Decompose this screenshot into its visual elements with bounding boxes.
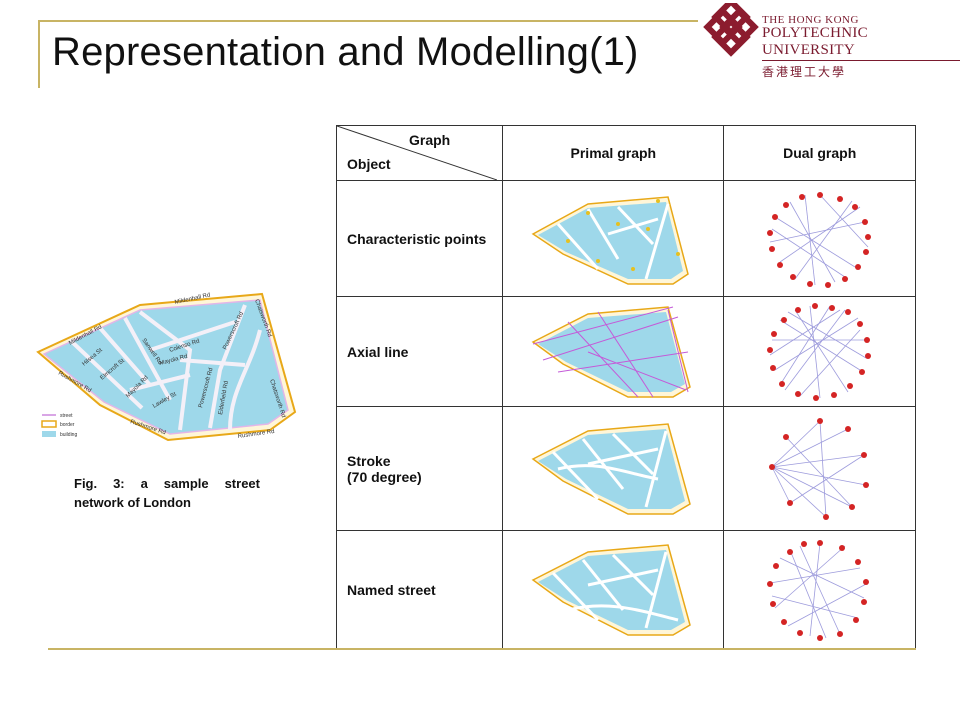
primal-graph-cell [502,530,725,649]
header-primal-graph: Primal graph [502,125,725,181]
graph-representation-table: Graph Object Primal graph Dual graph Cha… [335,125,916,649]
dual-graph-named-street [766,539,869,641]
legend-building: building [60,432,77,438]
university-logo [703,3,759,57]
table-corner-cell: Graph Object [335,125,504,181]
corner-label-graph: Graph [409,132,451,148]
dual-graph-axial-line [766,302,871,401]
dual-graph-cell [723,406,916,531]
corner-diagonal [337,126,497,180]
street-network-map: Mildenhall Rd Mildenhall Rd Colenso Rd H… [36,293,297,442]
legend-street: street [60,413,73,419]
dual-graph-stroke [768,417,869,520]
row-label-text: Axial line [347,343,409,360]
primal-graph-axial-line [531,305,692,398]
title-rule-top [38,20,698,22]
row-label-text: Stroke (70 degree) [347,452,422,485]
row-label-stroke: Stroke (70 degree) [335,406,504,531]
row-label-characteristic-points: Characteristic points [335,180,504,297]
primal-graph-characteristic-points [531,195,690,285]
primal-graph-cell [502,180,725,297]
dual-graph-characteristic-points [766,191,871,288]
row-label-axial-line: Axial line [335,296,504,407]
primal-graph-named-street [531,543,692,636]
header-dual-graph: Dual graph [723,125,916,181]
row-label-text: Characteristic points [347,230,487,247]
street-label: Elderfield Rd [218,380,230,415]
dual-graph-cell [723,180,916,297]
primal-graph-stroke [531,422,692,515]
row-label-named-street: Named street [335,530,504,649]
slide-title: Representation and Modelling(1) [52,30,639,74]
university-name-line2: POLYTECHNIC UNIVERSITY [762,25,960,61]
title-rule-left [38,20,40,88]
university-name-chinese: 香港理工大學 [762,65,847,79]
university-name-line1: THE HONG KONG [762,14,859,26]
street-label: Rushmore Rd [237,429,274,440]
figure-caption: Fig. 3: a sample street network of Londo… [74,476,260,510]
row-label-text: Named street [347,581,436,598]
dual-graph-cell [723,296,916,407]
university-name: THE HONG KONG POLYTECHNIC UNIVERSITY 香港理… [762,14,960,80]
footer-rule [48,648,916,650]
corner-label-object: Object [347,156,391,172]
primal-graph-cell [502,296,725,407]
primal-graph-cell [502,406,725,531]
dual-graph-cell [723,530,916,649]
legend-border: border [60,422,75,428]
